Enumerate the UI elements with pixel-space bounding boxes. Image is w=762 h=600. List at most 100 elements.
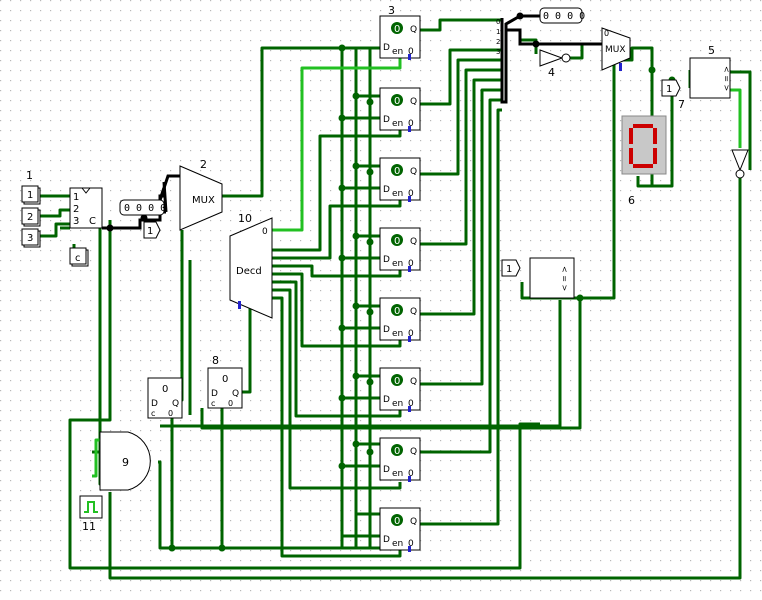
- const-pin-label: 7: [678, 98, 685, 111]
- inverter[interactable]: [539, 49, 571, 67]
- input-group-label: 1: [26, 169, 33, 182]
- flipflop-left-zero: 0: [168, 409, 173, 418]
- register-en-label: en: [392, 119, 403, 129]
- counter-clock-input[interactable]: c: [69, 247, 89, 267]
- bus-junctions: [106, 12, 540, 232]
- decoder-label: Decd: [236, 266, 262, 277]
- register-en-label: en: [392, 329, 403, 339]
- flipflop-8-q: Q: [232, 389, 239, 399]
- input-pin-2-value: 2: [27, 212, 33, 223]
- mux-small[interactable]: MUX 0: [601, 27, 631, 71]
- inverter-label: 4: [548, 66, 555, 79]
- register-zero-label: 0: [408, 259, 414, 269]
- input-pin-1[interactable]: 1: [21, 185, 41, 205]
- mux-main-label: MUX: [192, 195, 215, 206]
- const-right: 1: [661, 79, 681, 97]
- register-en-label: en: [392, 47, 403, 57]
- register-column-label: 3: [388, 4, 395, 17]
- flipflop-left-c: c: [151, 409, 155, 418]
- mux-small-select: 0: [604, 29, 609, 38]
- mux-main[interactable]: MUX: [179, 165, 223, 231]
- display-label: 6: [628, 194, 635, 207]
- decoder[interactable]: Decd 0: [229, 217, 273, 319]
- clock-label: 11: [82, 520, 96, 533]
- bus-bit-3: 3: [496, 48, 500, 56]
- counter-pin-1: 1: [73, 192, 79, 203]
- flipflop-8-c: c: [211, 399, 215, 408]
- flipflop-8-state: 0: [222, 374, 228, 385]
- decoder-label-num: 10: [238, 212, 252, 225]
- register-zero-label: 0: [408, 539, 414, 549]
- mux-small-label: MUX: [605, 45, 626, 55]
- register-value: 0: [394, 446, 400, 457]
- and-gate-label: 9: [122, 456, 129, 469]
- output-inverter: [731, 149, 749, 179]
- register-value: 0: [394, 306, 400, 317]
- register-d-label: D: [383, 395, 390, 405]
- bus-bit-1: 1: [496, 28, 500, 36]
- counter-pin-3: 3: [73, 216, 79, 227]
- flipflop-8[interactable]: 0 D Q c 0: [207, 367, 243, 409]
- register-en-label: en: [392, 399, 403, 409]
- flipflop-label: 8: [212, 354, 219, 367]
- counter-clock-pin: C: [89, 216, 96, 227]
- counter-pin-2: 2: [73, 204, 79, 215]
- wires: [40, 18, 752, 580]
- comparator-top-label: 5: [708, 44, 715, 57]
- register-en-label: en: [392, 259, 403, 269]
- comparator-top[interactable]: < = >: [689, 57, 731, 99]
- register-q-label: Q: [410, 377, 417, 387]
- register-d-label: D: [383, 465, 390, 475]
- register-d-label: D: [383, 43, 390, 53]
- comparator-mid[interactable]: < = >: [529, 257, 575, 299]
- seven-segment-display: [621, 115, 667, 175]
- decoder-zero: 0: [262, 227, 268, 237]
- bus-bit-0: 0: [496, 18, 500, 26]
- input-pin-3-value: 3: [27, 233, 33, 244]
- probe-top: 0 0 0 0: [539, 7, 585, 24]
- input-pin-1-value: 1: [27, 190, 33, 201]
- flipflop-left-d: D: [151, 399, 158, 409]
- register-d-label: D: [383, 115, 390, 125]
- flipflop-left[interactable]: 0 D Q c 0: [147, 377, 183, 419]
- register-q-label: Q: [410, 97, 417, 107]
- register-zero-label: 0: [408, 329, 414, 339]
- register-q-label: Q: [410, 307, 417, 317]
- input-pin-2[interactable]: 2: [21, 207, 41, 227]
- register-zero-label: 0: [408, 47, 414, 57]
- const-mid-value: 1: [506, 264, 512, 275]
- counter-clock-input-label: c: [75, 253, 81, 264]
- register-value: 0: [394, 166, 400, 177]
- comparator-mid-glyphs: < = >: [560, 266, 569, 291]
- flipflop-8-zero: 0: [228, 399, 233, 408]
- flipflop-left-q: Q: [172, 399, 179, 409]
- register-d-label: D: [383, 255, 390, 265]
- register-en-label: en: [392, 189, 403, 199]
- bus-bit-2: 2: [496, 38, 500, 46]
- and-gate[interactable]: [99, 431, 151, 491]
- probe-top-value: 0 0 0 0: [543, 11, 585, 22]
- register-q-label: Q: [410, 167, 417, 177]
- register-zero-label: 0: [408, 189, 414, 199]
- register-q-label: Q: [410, 447, 417, 457]
- junctions: [168, 44, 676, 552]
- input-pin-3[interactable]: 3: [21, 228, 41, 248]
- register-zero-label: 0: [408, 469, 414, 479]
- register-value: 0: [394, 376, 400, 387]
- clock-source[interactable]: [79, 495, 103, 519]
- const-left-value: 1: [147, 226, 153, 237]
- const-right-value: 1: [666, 84, 672, 95]
- counter-block[interactable]: 1 2 3 C: [69, 187, 103, 229]
- flipflop-left-state: 0: [162, 384, 168, 395]
- register-q-label: Q: [410, 517, 417, 527]
- register-d-label: D: [383, 325, 390, 335]
